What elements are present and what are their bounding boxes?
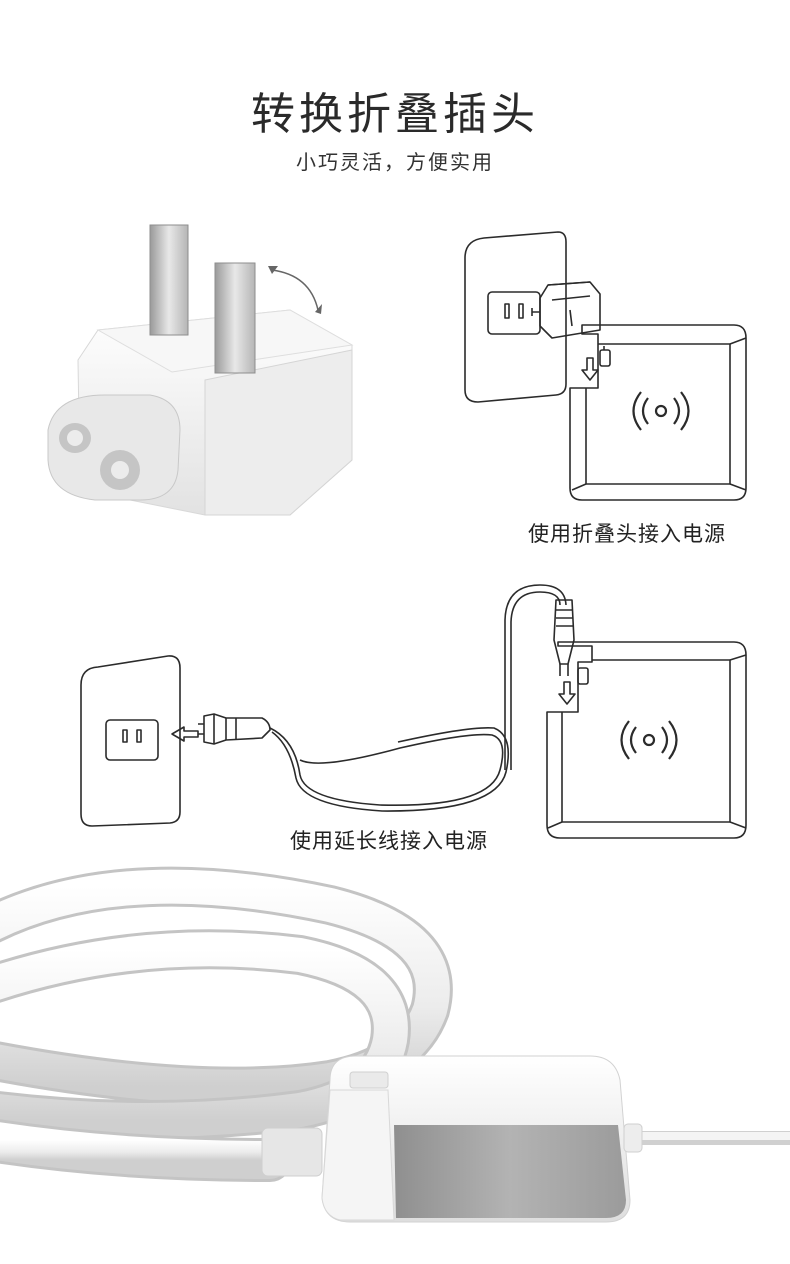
- coiled-cable: [0, 866, 790, 1182]
- cable-icon: [269, 584, 567, 812]
- extension-cable-caption: 使用延长线接入电源: [290, 829, 488, 853]
- wireless-signal-icon: [620, 720, 678, 760]
- wireless-signal-icon: [632, 391, 690, 431]
- wall-outlet-icon: [80, 655, 181, 827]
- charger-connector-icon: [553, 599, 575, 676]
- arrow-left-icon: [171, 726, 199, 742]
- arrow-down-icon: [558, 681, 576, 705]
- page-title: 转换折叠插头: [251, 89, 539, 140]
- adapter-body: [47, 224, 354, 516]
- charger-body: [261, 1055, 643, 1223]
- fold-head-caption: 使用折叠头接入电源: [528, 522, 726, 546]
- plug-icon: [198, 713, 271, 745]
- charger-icon: [546, 641, 747, 839]
- rotate-arrow-icon: [268, 266, 322, 314]
- fold-plug-icon: [531, 281, 601, 339]
- arrow-down-icon: [581, 357, 599, 381]
- charger-icon: [569, 324, 747, 501]
- page-subtitle: 小巧灵活，方便实用: [296, 150, 494, 174]
